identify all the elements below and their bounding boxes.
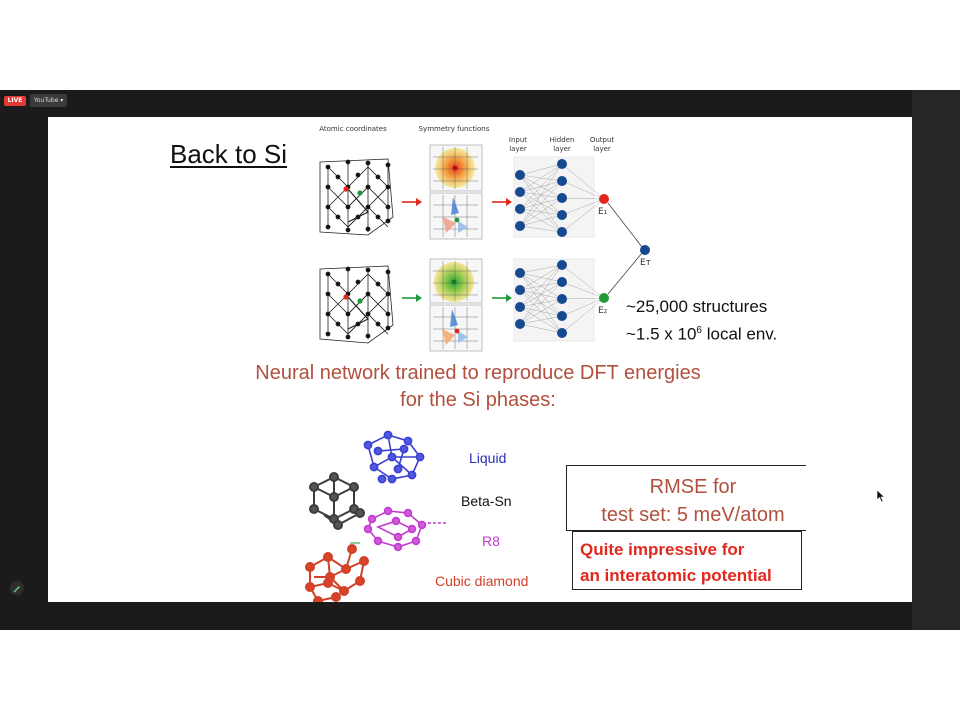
lattice-bottom	[319, 265, 394, 344]
output-label-et: Eᴛ	[640, 258, 651, 268]
rmse-box	[566, 465, 806, 531]
label-output-layer: Output layer	[589, 136, 615, 153]
lattice-top	[319, 158, 394, 236]
molecule-beta-sn	[309, 472, 365, 530]
slide-title: Back to Si	[170, 139, 288, 169]
source-dropdown-button[interactable]: YouTube ▾	[30, 94, 67, 107]
mouse-cursor-icon	[876, 489, 886, 503]
label-symmetry-functions: Symmetry functions	[418, 125, 490, 133]
molecule-cubic-diamond	[305, 544, 369, 602]
network-bottom	[513, 258, 609, 342]
impressive-box	[572, 531, 802, 590]
pencil-icon[interactable]	[10, 581, 24, 595]
output-label-e2: E₂	[598, 306, 608, 316]
phase-label-liquid: Liquid	[469, 450, 507, 466]
dataset-stats: ~25,000 structures ~1.5 x 106 local env.	[626, 295, 777, 347]
arrow-red-1	[402, 198, 512, 206]
impressive-text: Quite impressive for an interatomic pote…	[580, 540, 772, 585]
headline-line-2: for the Si phases:	[400, 389, 556, 411]
label-hidden-layer: Hidden layer	[549, 136, 575, 153]
symmetry-panel-top	[429, 144, 483, 240]
symmetry-panel-bottom	[429, 258, 483, 352]
stats-local-env: ~1.5 x 106 local env.	[626, 324, 778, 344]
neural-network-diagram	[305, 144, 650, 602]
molecule-r8	[363, 506, 448, 552]
output-label-e1: E₁	[598, 207, 608, 217]
molecule-liquid	[363, 430, 425, 484]
phase-label-r8: R8	[482, 533, 500, 549]
rmse-text: RMSE for test set: 5 meV/atom	[601, 476, 785, 526]
stats-structures: ~25,000 structures	[626, 297, 768, 316]
slide-headline: Neural network trained to reproduce DFT …	[198, 360, 758, 414]
headline-line-1: Neural network trained to reproduce DFT …	[255, 362, 701, 384]
network-top	[513, 156, 609, 238]
presentation-slide: Back to Si Atomic coordinates Symmetry f…	[48, 117, 912, 602]
right-panel-strip	[912, 90, 960, 630]
phase-label-cubic-diamond: Cubic diamond	[435, 573, 529, 589]
live-badge: LIVE	[4, 96, 26, 106]
label-atomic-coordinates: Atomic coordinates	[319, 125, 387, 133]
phase-label-beta-sn: Beta-Sn	[461, 493, 512, 509]
label-input-layer: Input layer	[508, 136, 528, 153]
total-energy-node	[607, 202, 650, 295]
arrow-green-2	[402, 294, 512, 302]
